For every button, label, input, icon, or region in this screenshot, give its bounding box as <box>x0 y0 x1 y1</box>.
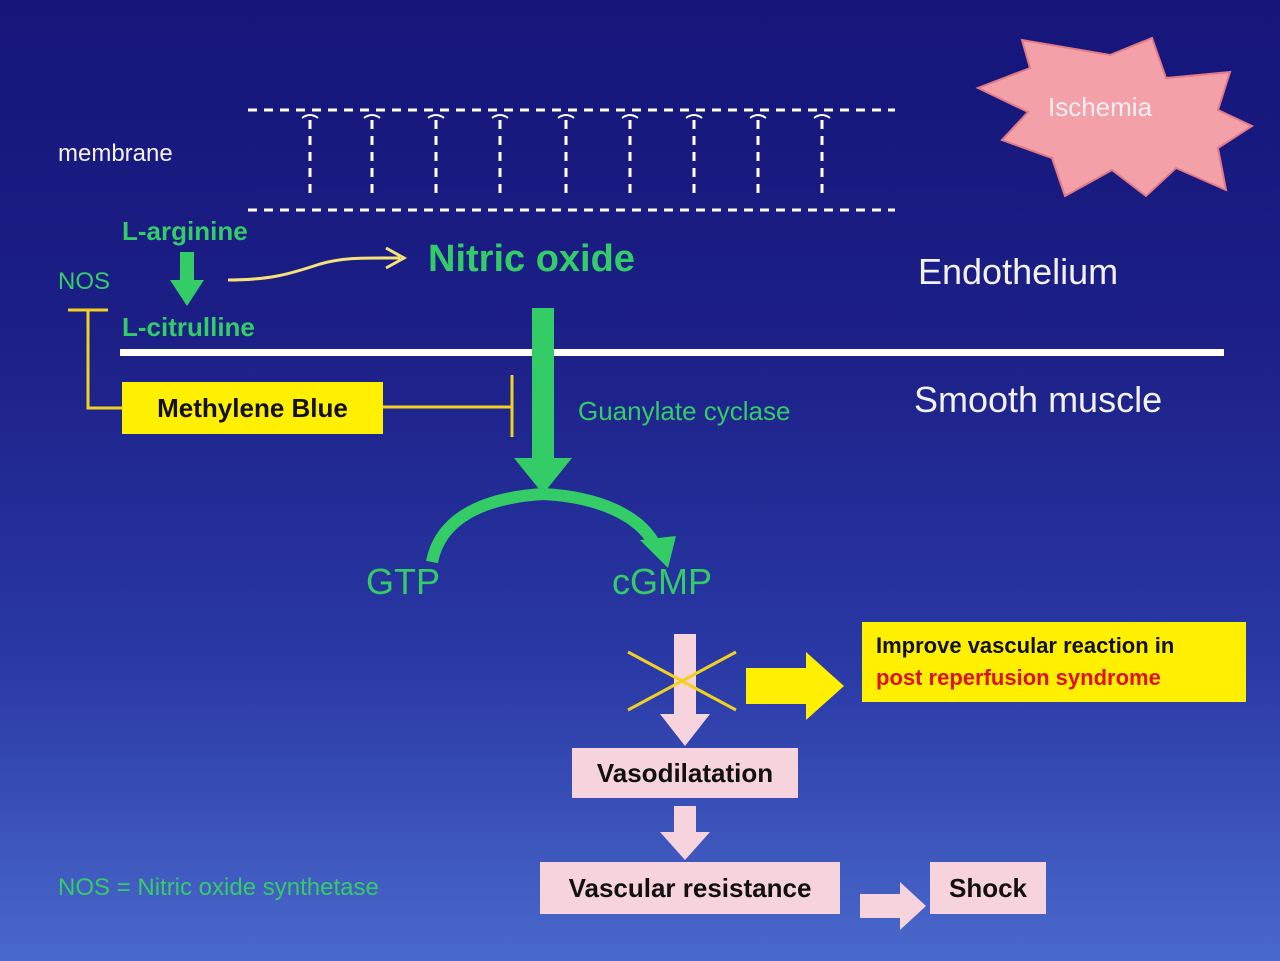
vascular-resistance-box: Vascular resistance <box>540 862 840 914</box>
improve-box: Improve vascular reaction in post reperf… <box>862 622 1246 702</box>
vasodilatation-box: Vasodilatation <box>572 748 798 798</box>
vasodilatation-to-resistance-arrow <box>660 806 710 860</box>
membrane-bilayer <box>248 108 895 212</box>
nos-definition-label: NOS = Nitric oxide synthetase <box>58 874 379 901</box>
endothelium-label: Endothelium <box>918 251 1119 292</box>
gtp-to-cgmp-arrow <box>426 487 661 564</box>
nos-inhibition-line <box>86 310 122 410</box>
shock-box: Shock <box>930 862 1046 914</box>
l-arginine-label: L-arginine <box>122 216 248 246</box>
nitric-oxide-label: Nitric oxide <box>428 238 635 280</box>
improve-arrow <box>746 652 844 720</box>
nitric-oxide-arrow <box>514 308 572 494</box>
no-production-arrow <box>227 256 401 282</box>
improve-line-2: post reperfusion syndrome <box>876 665 1161 690</box>
resistance-to-shock-arrow <box>860 882 926 930</box>
l-citrulline-label: L-citrulline <box>122 312 255 342</box>
cgmp-to-vasodilatation-arrow <box>660 634 710 746</box>
methylene-blue-box: Methylene Blue <box>122 382 383 434</box>
nos-label: NOS <box>58 268 111 295</box>
membrane-label: membrane <box>58 140 173 167</box>
block-cross <box>627 650 737 712</box>
guanylate-cyclase-label: Guanylate cyclase <box>578 396 791 426</box>
cgmp-label: cGMP <box>612 561 713 602</box>
smooth-muscle-label: Smooth muscle <box>914 379 1163 420</box>
ischemia-star-shape <box>975 36 1255 198</box>
arginine-to-citrulline-arrow <box>170 252 204 306</box>
endothelium-boundary <box>120 349 1224 356</box>
gtp-label: GTP <box>366 561 441 602</box>
improve-line-1: Improve vascular reaction in <box>876 633 1175 658</box>
ischemia-label: Ischemia <box>1048 92 1153 122</box>
